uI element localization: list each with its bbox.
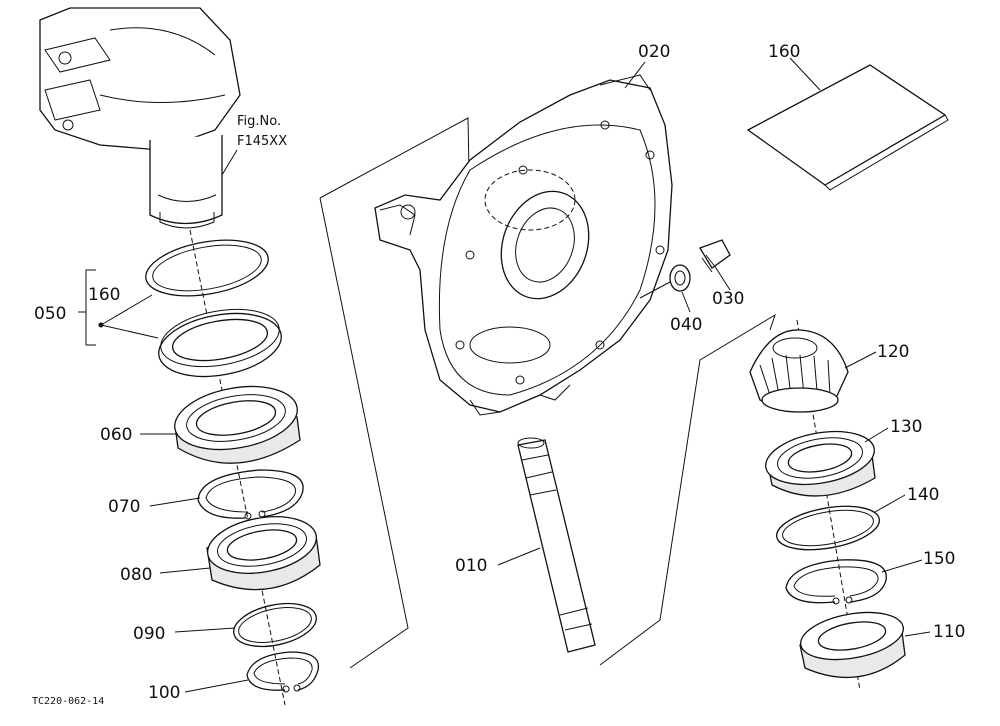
- fig-ref-line2: F145XX: [237, 134, 287, 149]
- part-120-bevel-gear: [749, 329, 849, 413]
- part-140-ring: [776, 505, 880, 551]
- left-assembly-axis: [189, 229, 286, 706]
- callout-070: 070: [108, 497, 140, 517]
- part-010-shaft: [517, 437, 596, 653]
- part-130-bearing: [765, 430, 876, 497]
- part-160-sheet: [746, 57, 949, 191]
- callout-080: 080: [120, 565, 152, 585]
- callout-090: 090: [133, 624, 165, 644]
- callout-060: 060: [100, 425, 132, 445]
- fig-ref-line1: Fig.No.: [237, 114, 281, 129]
- callout-160-sheet: 160: [768, 42, 800, 62]
- callout-050: 050: [34, 304, 66, 324]
- callout-040: 040: [670, 315, 702, 335]
- callout-100: 100: [148, 683, 180, 703]
- callout-150: 150: [923, 549, 955, 569]
- callout-160-oring: 160: [88, 285, 120, 305]
- part-110-seal: [799, 611, 906, 679]
- callout-140: 140: [907, 485, 939, 505]
- part-100-snap-ring: [246, 651, 320, 693]
- part-020-gear-case: [374, 74, 673, 416]
- part-050-oil-seal: [158, 308, 282, 378]
- reference-assembly-part: [39, 7, 241, 229]
- drawing-code: TC220-062-14: [32, 696, 104, 707]
- part-060-bearing: [174, 385, 301, 464]
- part-040-washer: [669, 264, 691, 292]
- callout-020: 020: [638, 42, 670, 62]
- callout-120: 120: [877, 342, 909, 362]
- part-030-plug: [699, 239, 731, 273]
- part-080-bearing: [206, 516, 321, 591]
- right-callout-leaders: [844, 351, 931, 637]
- right-group-boundary-frame: [599, 313, 776, 666]
- callout-130: 130: [890, 417, 922, 437]
- part-160-o-ring: [145, 239, 269, 297]
- callout-010: 010: [455, 556, 487, 576]
- part-090-ring: [233, 602, 317, 648]
- callout-110: 110: [933, 622, 965, 642]
- left-callout-leaders: [78, 269, 249, 693]
- part-070-snap-ring: [197, 469, 304, 520]
- callout-030: 030: [712, 289, 744, 309]
- part-150-snap-ring: [785, 559, 887, 605]
- figure-reference: Fig.No. F145XX: [221, 114, 287, 176]
- callout-labels: 020 160 030 040 010 160 050 060 070 080 …: [34, 42, 965, 703]
- center-callout-leaders: [497, 61, 731, 566]
